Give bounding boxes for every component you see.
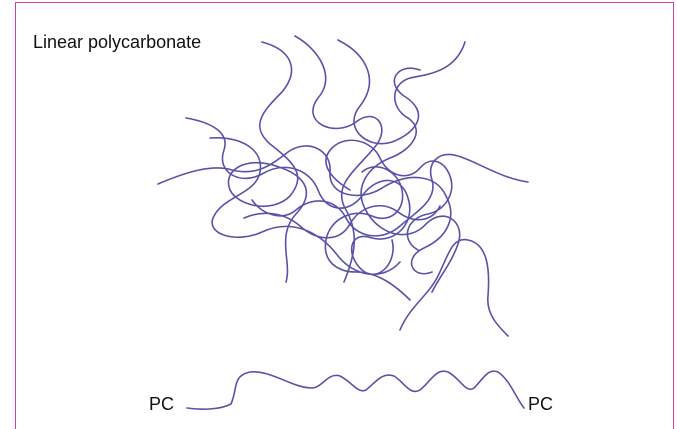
polymer-chain-4: [360, 41, 466, 293]
linear-polymer-chain: [186, 370, 525, 410]
entangled-polymer-chains: [157, 35, 529, 337]
polymer-chain-1: [227, 41, 308, 283]
polymer-chain-9: [399, 238, 509, 337]
polymer-chain-10: [324, 166, 411, 301]
polymer-chain-3: [337, 39, 421, 145]
polymer-chain-12: [243, 204, 441, 239]
polymer-chain-2: [294, 35, 383, 283]
figure-title: Linear polycarbonate: [33, 32, 202, 52]
polymer-chain-5: [185, 117, 411, 276]
polymer-chain-7: [157, 145, 452, 275]
chain-end-label-left: PC: [149, 394, 175, 414]
polymer-chain-11: [325, 139, 453, 251]
polymer-chain-8: [251, 153, 529, 237]
chain-end-label-right: PC: [528, 394, 554, 414]
